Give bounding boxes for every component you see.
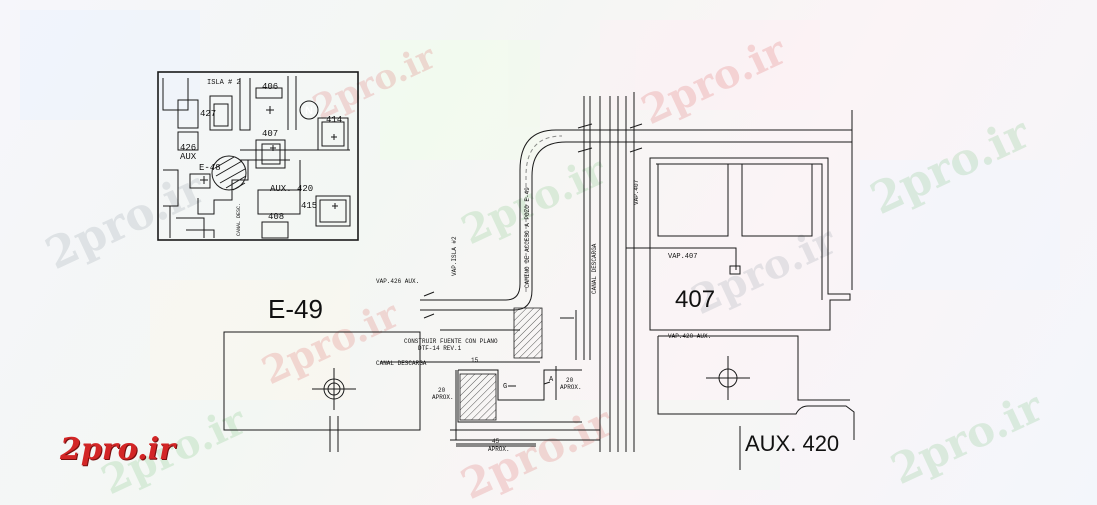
watermark: 2pro.ir	[38, 162, 213, 280]
vap-isla-label: VAP.ISLA #2	[451, 236, 458, 276]
lot-407-tank-left	[657, 163, 729, 237]
construir-label-1: CONSTRUIR FUENTE CON PLANO	[404, 338, 498, 345]
e49-pad	[223, 331, 421, 431]
vap-407-leader	[626, 247, 737, 270]
brand-logo[interactable]: 2pro.ir	[60, 432, 175, 467]
discharge-arrows	[508, 381, 551, 387]
g-mark: G	[503, 383, 507, 391]
keymap-hatch	[214, 156, 247, 191]
vap-top-label: VAP.407	[633, 179, 640, 205]
canal-desc-vert-label: CANAL DESCARGA	[591, 243, 598, 294]
approx-right-label: APROX.	[560, 384, 582, 391]
keymap-label-408: 408	[268, 212, 284, 222]
canal-vertical	[583, 92, 635, 452]
construir-label-2: DTF-14 REV.1	[418, 345, 462, 352]
structure-outline	[450, 369, 600, 447]
keymap-label-isla: ISLA # 2	[207, 79, 241, 87]
canal-descarga-label: CANAL DESCARGA	[376, 360, 427, 367]
approx-bottom-label: APROX.	[488, 446, 510, 453]
structure-hatch	[459, 373, 497, 421]
keymap-label-aux420: AUX. 420	[270, 184, 313, 194]
structure-hatch-top	[513, 307, 543, 359]
approx-left-label: APROX.	[432, 394, 454, 401]
dim-45-label: 45	[492, 438, 500, 445]
keymap-label-e48: E-48	[199, 163, 221, 173]
keymap-label-426: 426	[180, 143, 196, 153]
vap-420-label: VAP.420 AUX.	[668, 333, 711, 340]
canal-break-marks	[423, 123, 643, 319]
site-plan: E-49 407 VAP.407 AUX. 420 VAP.420 AUX. V…	[223, 92, 855, 470]
dim-15-label: 15	[471, 357, 479, 364]
keymap-label-406: 406	[262, 82, 278, 92]
keymap-label-415: 415	[301, 201, 317, 211]
a-mark: A	[549, 376, 554, 384]
key-map-frame	[157, 71, 359, 241]
watermark: 2pro.ir	[884, 381, 1051, 494]
well-e49-axes	[312, 368, 356, 452]
key-map: N ISLA # 2 406 427 426 AUX 407 414 E-48 …	[157, 71, 359, 241]
dim-20-right-label: 20	[566, 377, 574, 384]
keymap-label-414: 414	[326, 115, 342, 125]
dimension-lines	[380, 310, 577, 445]
well-aux420-axes	[706, 356, 750, 470]
keymap-label-407: 407	[262, 129, 278, 139]
vap-407-marker	[729, 265, 741, 275]
background-patches	[20, 10, 1060, 490]
lot-407-label: 407	[675, 286, 715, 313]
dim-20-left-label: 20	[438, 387, 446, 394]
e49-label: E-49	[268, 294, 323, 324]
keymap-location-circle	[211, 155, 247, 191]
keymap-label-canal: CANAL DESC.	[236, 203, 242, 236]
keymap-lot-lines	[162, 76, 351, 239]
vap-426-label: VAP.426 AUX.	[376, 278, 419, 285]
keymap-markers	[200, 106, 338, 209]
camino-label: CAMINO DE ACCESO A POZO E-49	[524, 187, 531, 288]
lot-407-tank-right	[741, 163, 813, 237]
north-arrow-icon	[299, 100, 319, 120]
aux420-boundary	[657, 335, 855, 440]
keymap-label-427: 427	[200, 109, 216, 119]
north-label: N	[305, 105, 313, 117]
vap-407-label: VAP.407	[668, 253, 697, 261]
keymap-label-aux: AUX	[180, 152, 197, 162]
aux420-label: AUX. 420	[745, 431, 839, 456]
road-centerline	[525, 135, 563, 292]
